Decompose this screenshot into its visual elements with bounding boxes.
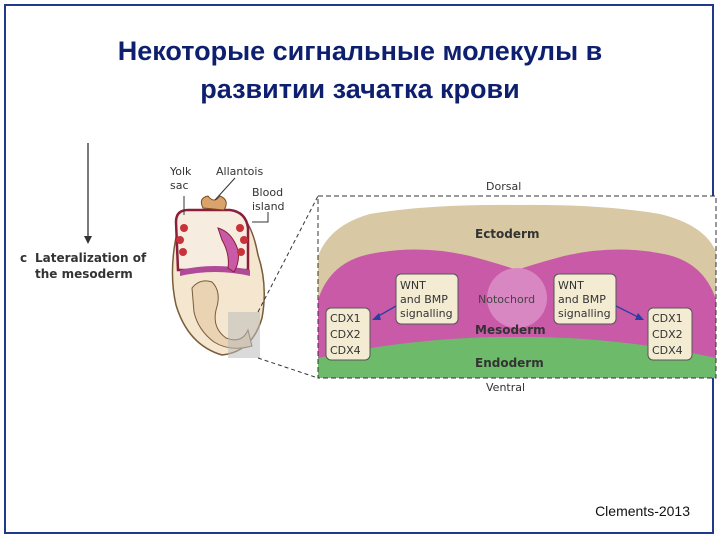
blood-island bbox=[237, 248, 245, 256]
section-plane bbox=[228, 312, 260, 358]
slide-title-line2: развитии зачатка крови bbox=[200, 74, 520, 104]
cdx-box-left bbox=[325, 307, 371, 361]
signal-box-right bbox=[553, 273, 617, 325]
cdx-left-3: CDX4 bbox=[330, 344, 361, 357]
notochord bbox=[487, 268, 547, 328]
zoom-line-bottom bbox=[257, 357, 319, 379]
signal-right-line3: signalling bbox=[558, 307, 611, 320]
panel-letter: c bbox=[20, 251, 27, 265]
signal-arrow-right-head bbox=[635, 313, 644, 320]
ventral-label: Ventral bbox=[486, 381, 525, 394]
signal-left-line3: signalling bbox=[400, 307, 453, 320]
endoderm-label: Endoderm bbox=[475, 356, 544, 370]
endoderm-layer bbox=[318, 336, 716, 378]
signal-right-line1: WNT bbox=[558, 279, 584, 292]
signal-left-line1: WNT bbox=[400, 279, 426, 292]
cdx-right-3: CDX4 bbox=[652, 344, 683, 357]
signal-left-line2: and BMP bbox=[400, 293, 448, 306]
allantois-stalk bbox=[217, 227, 239, 273]
panel-label-line1: Lateralization of bbox=[35, 251, 147, 265]
allantois-pointer bbox=[214, 177, 236, 201]
cdx-left-2: CDX2 bbox=[330, 328, 361, 341]
embryo-illustration bbox=[171, 177, 269, 358]
signal-box-left bbox=[395, 273, 459, 325]
cdx-right-2: CDX2 bbox=[652, 328, 683, 341]
source-credit: Clements-2013 bbox=[595, 503, 690, 519]
cdx-box-right bbox=[647, 307, 693, 361]
yolk-sac-label-line2: sac bbox=[170, 179, 189, 192]
signal-right-line2: and BMP bbox=[558, 293, 606, 306]
blood-island bbox=[236, 224, 244, 232]
blood-island bbox=[179, 248, 187, 256]
blood-island-label-line1: Blood bbox=[252, 186, 283, 199]
allantois-label: Allantois bbox=[216, 165, 263, 178]
blood-island bbox=[180, 224, 188, 232]
blood-island-pointer bbox=[252, 212, 269, 223]
panel-label-line2: the mesoderm bbox=[35, 267, 133, 281]
zoom-line-top bbox=[257, 195, 319, 313]
mesoderm-label: Mesoderm bbox=[475, 323, 546, 337]
ectoderm-label: Ectoderm bbox=[475, 227, 539, 241]
cross-section bbox=[317, 195, 717, 379]
cdx-right-1: CDX1 bbox=[652, 312, 683, 325]
signal-arrow-left-head bbox=[372, 313, 381, 320]
allantois bbox=[200, 195, 227, 211]
yolk-sac-label-line1: Yolk bbox=[169, 165, 192, 178]
notochord-label: Notochord bbox=[478, 293, 535, 306]
embryo-body bbox=[191, 280, 253, 349]
down-arrow-head bbox=[84, 236, 92, 244]
dorsal-label: Dorsal bbox=[486, 180, 521, 193]
blood-island bbox=[240, 236, 248, 244]
section-outline bbox=[317, 195, 717, 379]
slide-title-line1: Некоторые сигнальные молекулы в bbox=[117, 36, 603, 66]
blood-island-label-line2: island bbox=[252, 200, 285, 213]
signal-arrow-right bbox=[615, 305, 641, 319]
blood-island bbox=[176, 236, 184, 244]
cdx-left-1: CDX1 bbox=[330, 312, 361, 325]
